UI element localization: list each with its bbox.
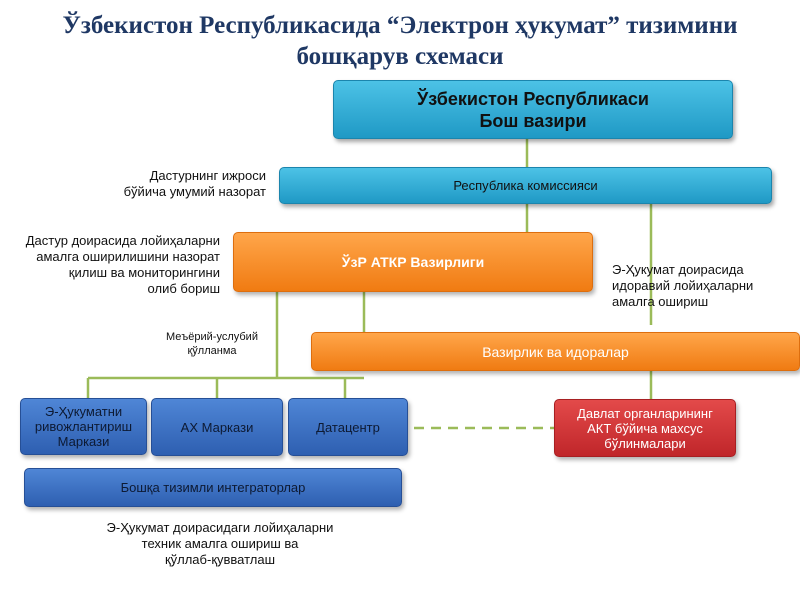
egov-center-line-1: Э-Ҳукуматни — [44, 404, 123, 419]
prime-minister-box: Ўзбекистон Республикаси Бош вазири — [333, 80, 733, 139]
agencies-box: Вазирлик ва идоралар — [311, 332, 800, 371]
note-guidance-line-1: Меъёрий-услубий — [166, 331, 258, 343]
note-guidance-line-2: қўлланма — [187, 345, 237, 357]
ict-units-line-1: Давлат органларининг — [577, 405, 713, 421]
egov-center-box: Э-Ҳукуматни ривожлантириш Маркази — [20, 398, 147, 455]
note-support: Э-Ҳукумат доирасидаги лойиҳаларни техник… — [70, 520, 370, 568]
ah-center-box: АХ Маркази — [151, 398, 283, 456]
ict-units-box: Давлат органларининг АКТ бўйича махсус б… — [554, 399, 736, 457]
note-support-line-1: Э-Ҳукумат доирасидаги лойиҳаларни — [106, 520, 334, 535]
note-implementation-line-3: амалга ошириш — [612, 294, 709, 309]
note-monitoring-line-3: қилиш ва мониторингини — [68, 265, 220, 280]
note-implementation-line-1: Э-Ҳукумат доирасида — [612, 262, 744, 277]
note-monitoring-line-2: амалга оширилишини назорат — [36, 249, 220, 264]
note-control-line-2: бўйича умумий назорат — [123, 184, 266, 199]
note-support-line-3: қўллаб-қувватлаш — [164, 552, 276, 567]
egov-center-line-3: Маркази — [57, 434, 110, 449]
datacenter-box: Датацентр — [288, 398, 408, 456]
note-control-line-1: Дастурнинг ижроси — [149, 168, 266, 183]
ministry-box: ЎзР АТКР Вазирлиги — [233, 232, 593, 292]
prime-minister-line-2: Бош вазири — [479, 110, 587, 131]
note-monitoring: Дастур доирасида лойиҳаларни амалга ошир… — [4, 233, 220, 297]
integrators-box: Бошқа тизимли интеграторлар — [24, 468, 402, 507]
note-monitoring-line-1: Дастур доирасида лойиҳаларни — [25, 233, 220, 248]
diagram-title: Ўзбекистон Республикасида “Электрон ҳуку… — [0, 10, 800, 72]
title-line-2: бошқарув схемаси — [296, 43, 504, 70]
commission-box: Республика комиссияси — [279, 167, 772, 204]
note-guidance: Меъёрий-услубий қўлланма — [150, 330, 274, 358]
note-control: Дастурнинг ижроси бўйича умумий назорат — [100, 168, 266, 200]
note-implementation: Э-Ҳукумат доирасида идоравий лойиҳаларни… — [612, 262, 798, 310]
prime-minister-line-1: Ўзбекистон Республикаси — [417, 88, 649, 109]
note-support-line-2: техник амалга ошириш ва — [141, 536, 299, 551]
ict-units-line-2: АКТ бўйича махсус — [587, 420, 703, 436]
title-line-1: Ўзбекистон Республикасида “Электрон ҳуку… — [62, 12, 738, 39]
note-implementation-line-2: идоравий лойиҳаларни — [612, 278, 754, 293]
note-monitoring-line-4: олиб бориш — [147, 281, 220, 296]
egov-center-line-2: ривожлантириш — [34, 419, 133, 434]
ict-units-line-3: бўлинмалари — [604, 435, 686, 451]
